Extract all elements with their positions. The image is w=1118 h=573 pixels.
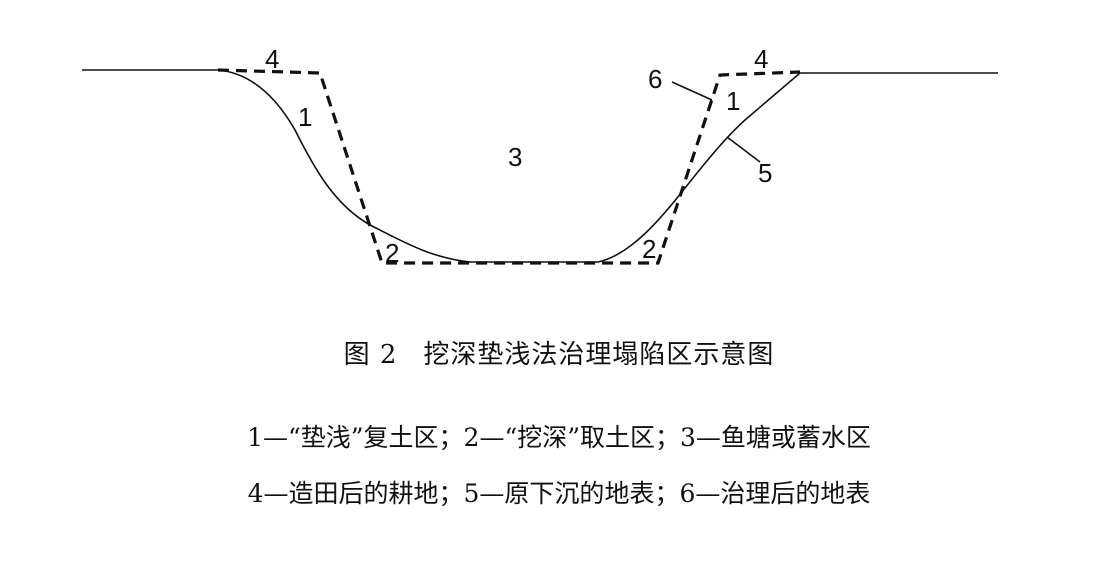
leader-line-original-surface (726, 136, 761, 163)
figure-caption: 图 2 挖深垫浅法治理塌陷区示意图 (0, 334, 1118, 371)
original-surface-curve (82, 69, 998, 263)
label-cut-zone-left: 2 (385, 238, 399, 268)
label-pond-zone: 3 (508, 142, 522, 172)
label-original-surface: 5 (758, 158, 772, 188)
legend-line-1: 1—“垫浅”复土区；2—“挖深”取土区；3—鱼塘或蓄水区 (247, 423, 871, 452)
treated-surface-dashed (217, 68, 801, 265)
label-fill-zone-right: 1 (726, 86, 740, 116)
label-farmland-right: 4 (754, 44, 768, 74)
subsidence-treatment-diagram: 4 1 3 2 2 6 4 1 5 (82, 44, 998, 268)
label-treated-surface: 6 (648, 64, 662, 94)
leader-line-treated-surface (671, 81, 713, 101)
figure-title: 挖深垫浅法治理塌陷区示意图 (423, 340, 775, 370)
label-fill-zone-left: 1 (298, 102, 312, 132)
label-cut-zone-right: 2 (642, 234, 656, 264)
legend-line-2: 4—造田后的耕地；5—原下沉的地表；6—治理后的地表 (247, 479, 871, 508)
label-farmland-left: 4 (265, 44, 279, 74)
figure-number: 图 2 (343, 340, 398, 370)
